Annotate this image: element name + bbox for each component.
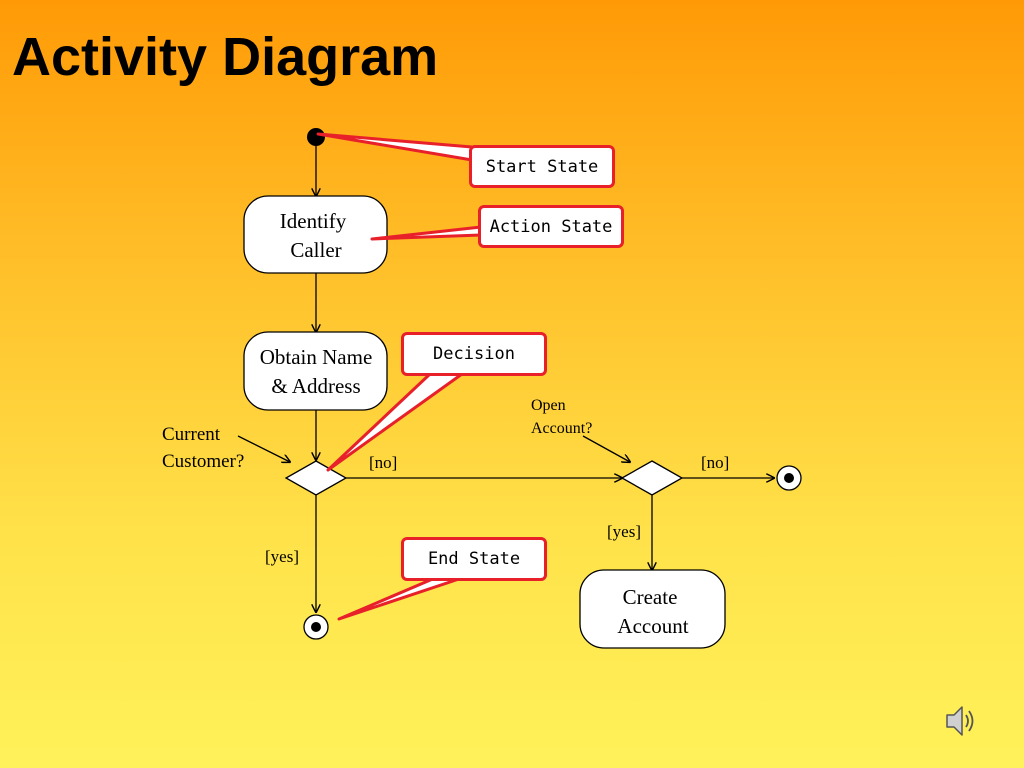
label-open-line1: Open [531,397,566,414]
callout-action-state: Action State [478,205,624,248]
callout-start-state: Start State [469,145,615,188]
pointer-open-account [582,435,630,462]
obtain-name-line1: Obtain Name [260,345,373,369]
pointer-end-state [337,576,464,621]
callout-end-state: End State [401,537,547,581]
guard-decision2-yes: [yes] [607,522,641,541]
decision-open-account [620,460,684,496]
create-account-line2: Account [617,614,688,638]
end-state-node-right [776,465,802,491]
end-state-node-bottom [303,614,329,640]
guard-decision1-yes: [yes] [265,547,299,566]
label-current-line1: Current [162,424,221,445]
label-open-line2: Account? [531,420,592,437]
pointer-action-state [370,225,483,241]
callout-pointers [316,132,483,621]
decision-current-customer [284,460,348,496]
callout-decision: Decision [401,332,547,376]
label-current-line2: Customer? [162,451,244,472]
pointer-current-customer [237,435,290,462]
obtain-name-line2: & Address [271,374,360,398]
identify-caller-line2: Caller [290,238,341,262]
guard-decision2-no: [no] [701,453,729,472]
start-state-node [307,128,325,146]
create-account-line1: Create [623,585,678,609]
action-state-obtain-name-address: Obtain Name & Address [243,331,388,411]
flow-edges [237,146,774,612]
action-state-identify-caller: Identify Caller [243,195,388,274]
identify-caller-line1: Identify [280,209,347,233]
slide-title: Activity Diagram [12,27,439,87]
action-state-create-account: Create Account [579,569,726,649]
guard-decision1-no: [no] [369,453,397,472]
speaker-icon[interactable] [944,703,978,739]
pointer-start-state [316,132,474,162]
